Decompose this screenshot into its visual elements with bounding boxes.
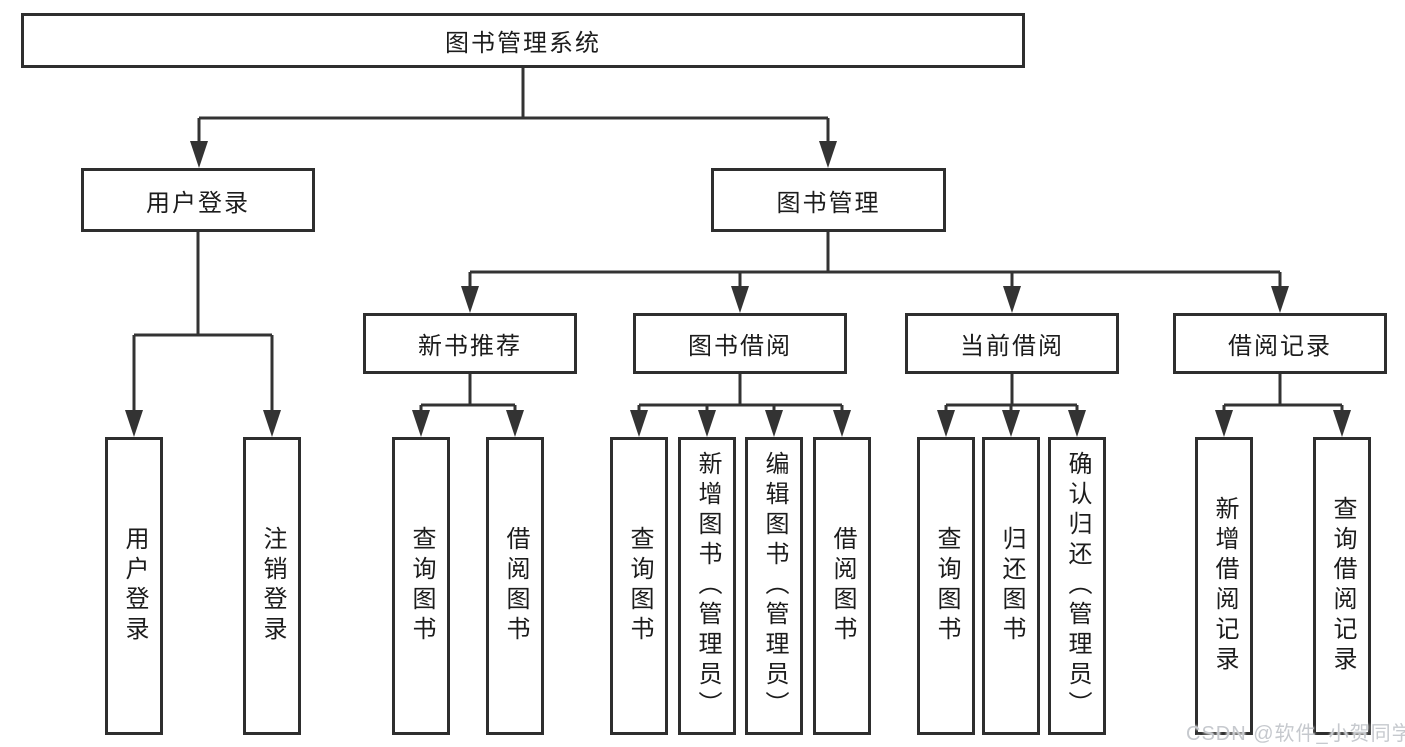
level3-label: 当前借阅 [960, 334, 1064, 360]
leaf-box-query-books-3: 查询图书 [917, 437, 975, 735]
leaf-box-query-borrow-record: 查询借阅记录 [1313, 437, 1371, 735]
leaf-label: 查询图书 [933, 526, 959, 646]
leaf-box-borrow-books-2: 借阅图书 [813, 437, 871, 735]
leaf-label: 新增借阅记录 [1211, 496, 1237, 676]
root-label: 图书管理系统 [445, 31, 601, 57]
level2-box-user-login: 用户登录 [81, 168, 315, 232]
connector-current-borrow-children [937, 374, 1086, 437]
leaf-label: 归还图书 [998, 526, 1024, 646]
leaf-box-query-books-2: 查询图书 [610, 437, 668, 735]
level3-label: 借阅记录 [1228, 334, 1332, 360]
leaf-box-query-books-1: 查询图书 [392, 437, 450, 735]
level3-box-current-borrow: 当前借阅 [905, 313, 1119, 374]
leaf-label: 编辑图书（管理员） [761, 451, 787, 721]
level2-box-book-management: 图书管理 [711, 168, 946, 232]
leaf-box-return-books: 归还图书 [982, 437, 1040, 735]
leaf-label: 新增图书（管理员） [694, 451, 720, 721]
leaf-box-add-books-admin: 新增图书（管理员） [678, 437, 736, 735]
leaf-label: 借阅图书 [502, 526, 528, 646]
leaf-box-borrow-books-1: 借阅图书 [486, 437, 544, 735]
leaf-label: 注销登录 [259, 526, 285, 646]
leaf-box-add-borrow-record: 新增借阅记录 [1195, 437, 1253, 735]
leaf-label: 确认归还（管理员） [1064, 451, 1090, 721]
csdn-watermark: CSDN @软件_小贺同学 [1186, 723, 1405, 745]
leaf-label: 查询借阅记录 [1329, 496, 1355, 676]
level3-box-book-borrow: 图书借阅 [633, 313, 847, 374]
level3-box-borrow-records: 借阅记录 [1173, 313, 1387, 374]
level2-label: 用户登录 [146, 190, 250, 217]
leaf-box-user-login: 用户登录 [105, 437, 163, 735]
leaf-box-confirm-return-admin: 确认归还（管理员） [1048, 437, 1106, 735]
leaf-label: 借阅图书 [829, 526, 855, 646]
leaf-label: 查询图书 [626, 526, 652, 646]
connector-root-to-level2 [190, 68, 837, 168]
root-box-library-system: 图书管理系统 [21, 13, 1025, 68]
connector-borrow-records-children [1215, 374, 1351, 437]
leaf-label: 用户登录 [121, 526, 147, 646]
level3-box-new-book-recommend: 新书推荐 [363, 313, 577, 374]
leaf-label: 查询图书 [408, 526, 434, 646]
leaf-box-edit-books-admin: 编辑图书（管理员） [745, 437, 803, 735]
level3-label: 新书推荐 [418, 334, 522, 360]
connector-new-book-rec-children [412, 374, 524, 437]
connector-book-mgmt-to-level3 [461, 232, 1289, 313]
level2-label: 图书管理 [776, 190, 881, 217]
connector-book-borrow-children [630, 374, 851, 437]
leaf-box-logout: 注销登录 [243, 437, 301, 735]
level3-label: 图书借阅 [688, 334, 792, 360]
connector-user-login-children [125, 232, 281, 437]
